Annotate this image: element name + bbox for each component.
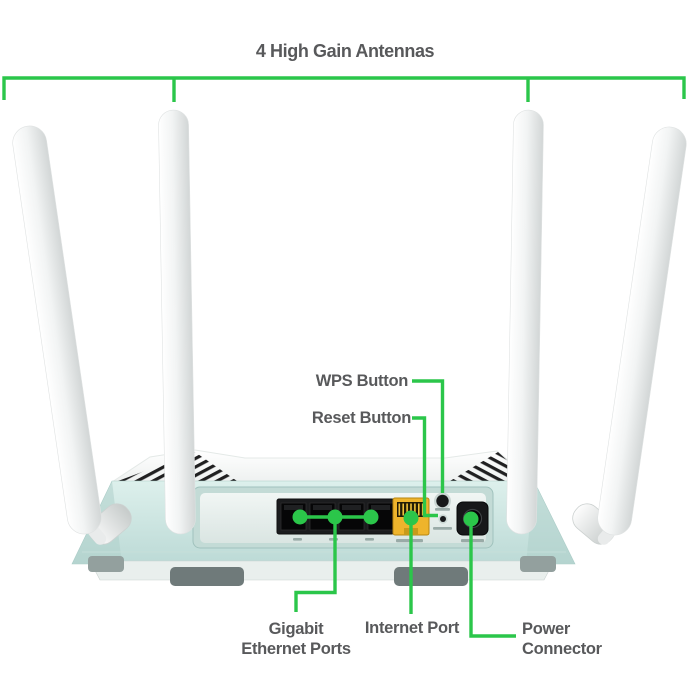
port-marker-dot — [403, 510, 419, 526]
chassis-right-wing — [526, 481, 575, 564]
callout-line-wps — [412, 379, 445, 493]
lan-port — [367, 502, 394, 531]
device-base — [89, 560, 555, 581]
device-foot — [394, 567, 468, 586]
port-marker-dot — [327, 509, 343, 525]
antenna-inner-left — [158, 109, 196, 535]
antenna-far-right — [597, 126, 687, 536]
label-reset-button: Reset Button — [311, 409, 411, 427]
device-foot — [520, 556, 556, 572]
label-line-2: Ethernet Ports — [241, 640, 351, 658]
antenna-inner-right — [506, 109, 544, 535]
reset-button-hole — [438, 514, 448, 524]
callout-line-antennas-bracket — [2, 76, 686, 100]
engraved-port-legends — [293, 508, 484, 543]
port-marker-dot — [363, 509, 379, 525]
label-line-2: Connector — [522, 640, 602, 658]
callout-line-reset — [412, 416, 438, 518]
label-line-1: Power — [522, 620, 571, 638]
label-line-1: Gigabit — [268, 620, 324, 638]
device-foot — [170, 567, 244, 586]
port-marker-dot — [463, 511, 479, 527]
label-wps-button: WPS Button — [315, 372, 409, 390]
callout-line-gigabit — [294, 523, 337, 612]
diagram-title: 4 High Gain Antennas — [255, 41, 435, 61]
antenna-far-left — [12, 125, 102, 535]
port-marker-dot — [292, 509, 308, 525]
callout-lines — [2, 76, 686, 638]
device-foot — [88, 556, 124, 572]
callout-line-power — [469, 526, 516, 638]
label-internet-port: Internet Port — [364, 619, 460, 637]
antennas — [12, 109, 687, 545]
router-body — [71, 449, 576, 586]
wps-button — [434, 492, 451, 510]
